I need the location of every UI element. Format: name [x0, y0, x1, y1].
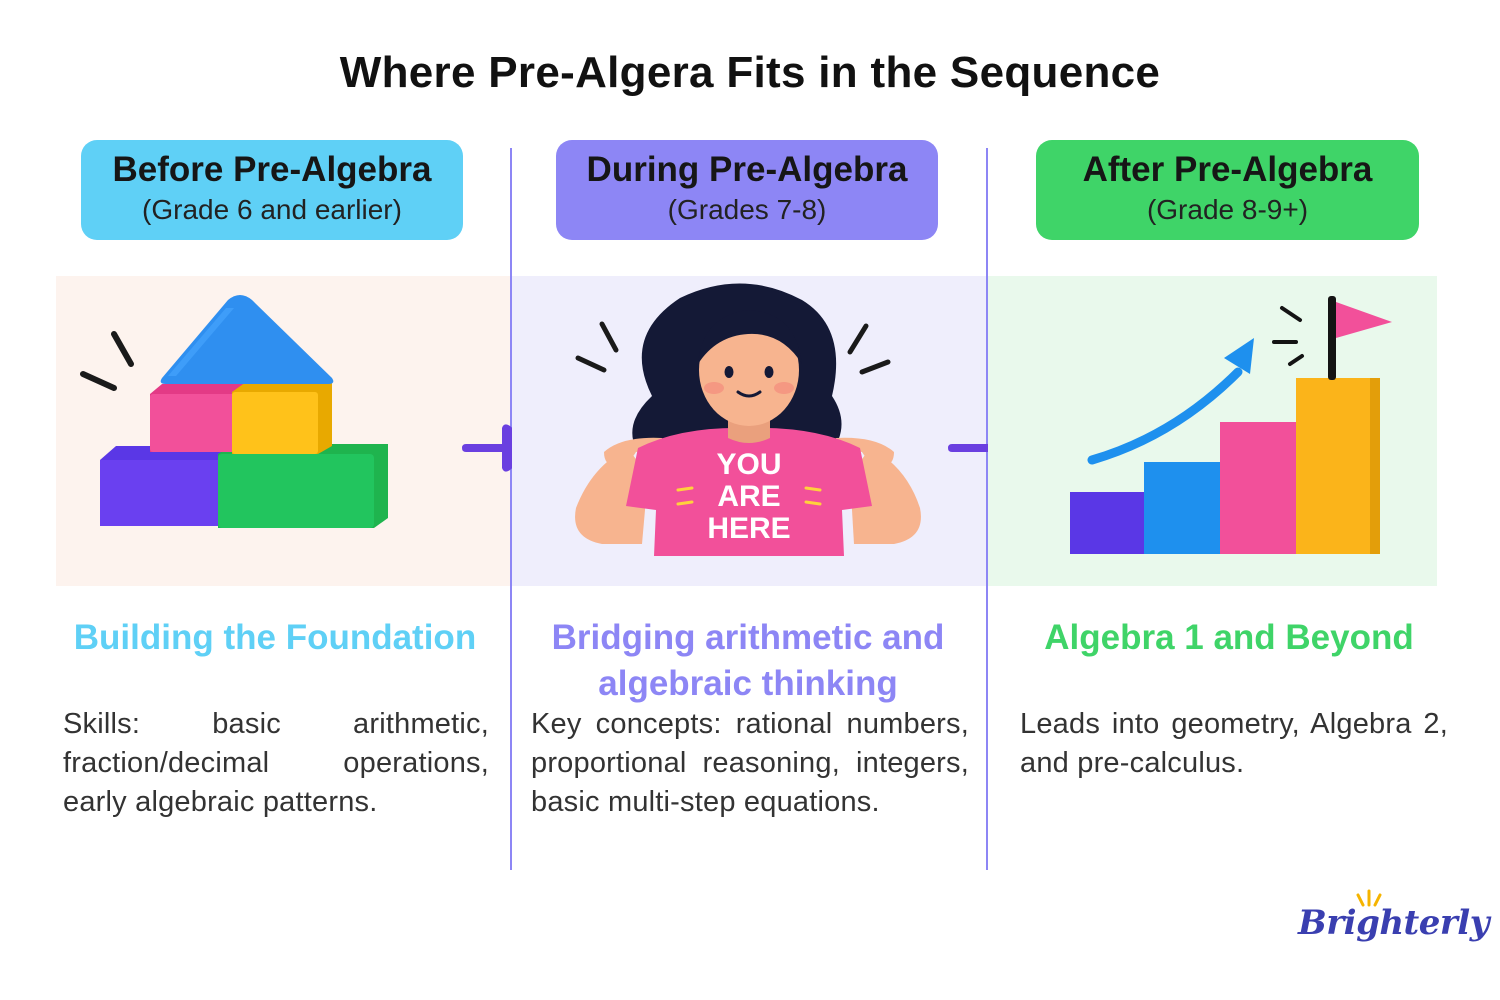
- stage-label-before: Before Pre-Algebra (Grade 6 and earlier): [81, 140, 463, 240]
- stage-grade: (Grades 7-8): [667, 194, 827, 225]
- stage-label-during: During Pre-Algebra (Grades 7-8): [556, 140, 938, 240]
- stage-description-before: Skills: basic arithmetic, fraction/decim…: [63, 708, 489, 818]
- stage-name: Before Pre-Algebra: [112, 150, 432, 189]
- building-blocks-icon: [80, 295, 388, 528]
- stage-heading-after: Algebra 1 and Beyond: [1044, 618, 1414, 657]
- rising-bar-chart-flag-icon: [1070, 296, 1392, 554]
- stage-grade: (Grade 8-9+): [1146, 194, 1309, 225]
- stage-description-after: Leads into geometry, Algebra 2, and pre-…: [1020, 708, 1448, 779]
- shirt-text-line: HERE: [707, 512, 790, 545]
- building-blocks-illustration: [56, 276, 510, 586]
- column-divider-left: [510, 148, 512, 870]
- column-divider-right: [986, 148, 988, 870]
- stage-grade: (Grade 6 and earlier): [142, 194, 402, 225]
- stage-heading-during: Bridging arithmetic and algebraic thinki…: [551, 618, 945, 703]
- girl-you-are-here-icon: YOU ARE HERE: [575, 283, 921, 556]
- stage-label-after: After Pre-Algebra (Grade 8-9+): [1036, 140, 1419, 240]
- brighterly-logo: Brighterly: [1298, 889, 1489, 953]
- logo-text: Brighterly: [1298, 903, 1489, 943]
- stage-name: During Pre-Algebra: [586, 150, 908, 189]
- girl-illustration: YOU ARE HERE: [512, 276, 986, 586]
- shirt-text-line: ARE: [717, 480, 780, 513]
- page-title: Where Pre-Algera Fits in the Sequence: [339, 48, 1161, 97]
- stage-description-during: Key concepts: rational numbers, proporti…: [531, 708, 969, 818]
- growth-chart-illustration: [988, 276, 1437, 586]
- sun-rays-icon: [1356, 889, 1382, 907]
- stage-name: After Pre-Algebra: [1082, 150, 1373, 189]
- stage-heading-before: Building the Foundation: [73, 618, 477, 657]
- shirt-text-line: YOU: [716, 448, 781, 481]
